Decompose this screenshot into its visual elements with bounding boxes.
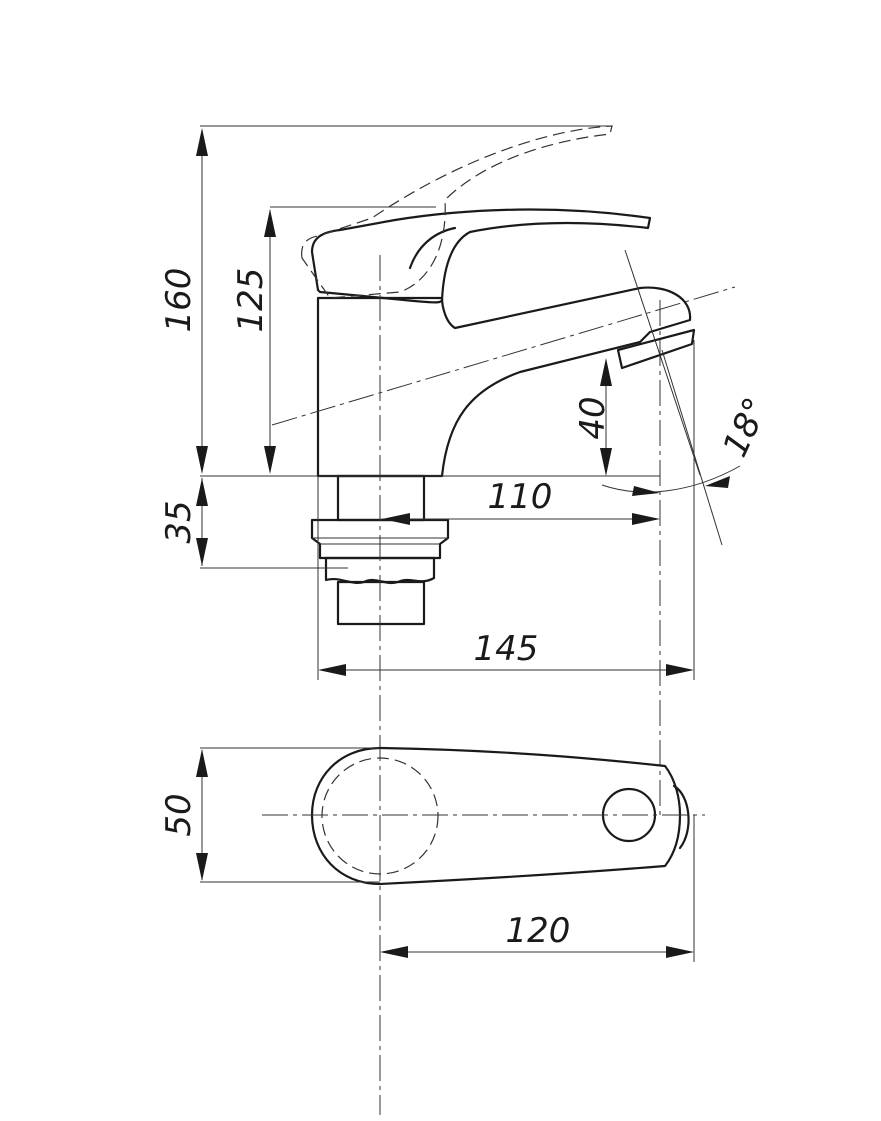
dimensions-side: 160 125 35 40 110 145 18° bbox=[159, 125, 777, 680]
dim-label-18deg: 18° bbox=[715, 392, 777, 464]
outlet-angle-line-2 bbox=[661, 349, 723, 546]
dim-label-110: 110 bbox=[488, 477, 553, 517]
lever-handle-inner-curve bbox=[408, 226, 457, 270]
outlet-angle-line bbox=[624, 249, 701, 476]
aerator-tip bbox=[616, 328, 696, 370]
plan-aerator-tip bbox=[672, 784, 690, 850]
side-view bbox=[271, 125, 736, 1115]
lever-handle-closed bbox=[310, 208, 652, 304]
plan-view bbox=[262, 746, 705, 886]
dimensions-plan: 50 120 bbox=[159, 747, 695, 962]
plan-cartridge-circle bbox=[321, 757, 439, 875]
lever-handle-open bbox=[301, 125, 613, 299]
dim-label-40: 40 bbox=[573, 396, 613, 439]
dim-label-125: 125 bbox=[231, 268, 271, 333]
plan-body-outline bbox=[310, 746, 682, 886]
stem-upper bbox=[336, 474, 426, 522]
dim-label-120: 120 bbox=[506, 911, 571, 951]
spout-axis-line bbox=[271, 286, 736, 426]
dim-label-145: 145 bbox=[474, 629, 539, 669]
angle-arc-18 bbox=[601, 465, 741, 493]
dim-label-50: 50 bbox=[159, 793, 199, 836]
dim-label-160: 160 bbox=[159, 268, 199, 333]
faucet-body-outline bbox=[316, 286, 692, 478]
hex-nut bbox=[310, 518, 450, 560]
dim-label-35: 35 bbox=[159, 500, 199, 543]
stem-lower bbox=[336, 580, 426, 626]
